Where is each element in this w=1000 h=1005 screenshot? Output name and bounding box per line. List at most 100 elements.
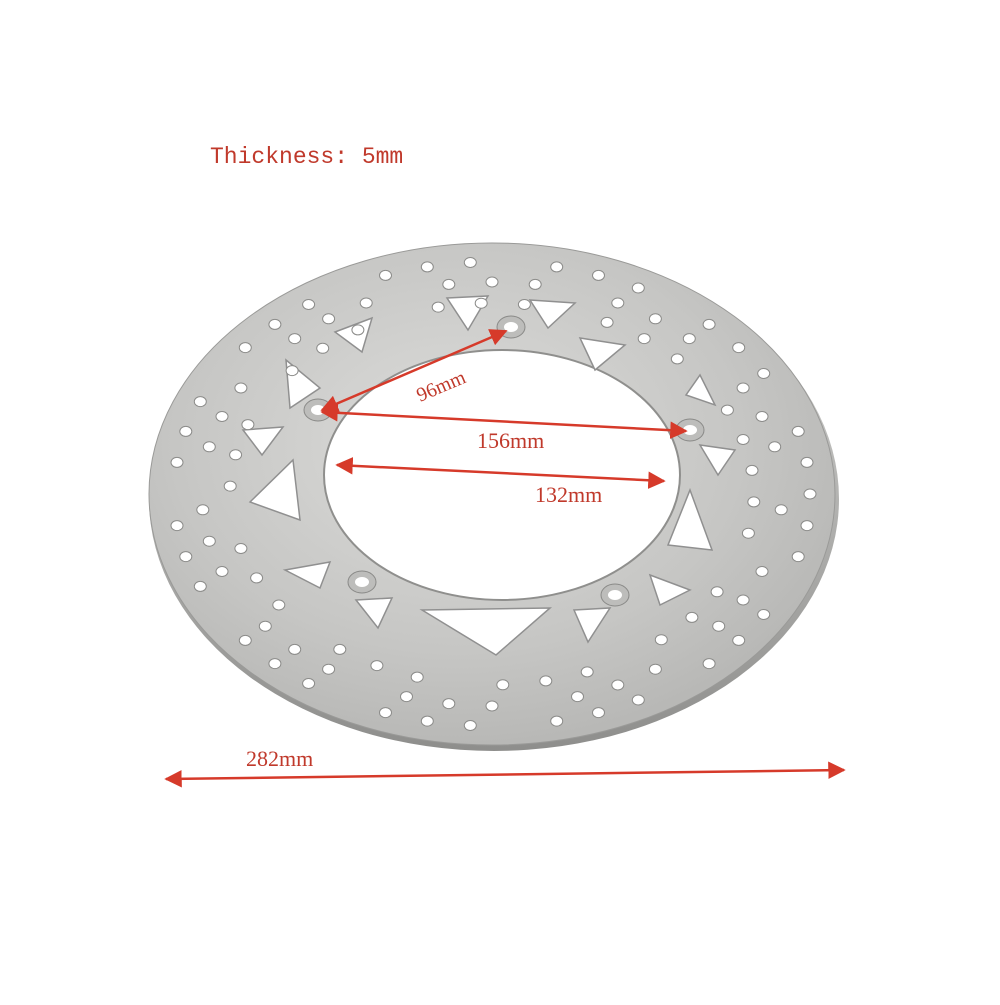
drilled-hole <box>685 611 699 623</box>
drilled-hole <box>631 694 645 706</box>
drilled-hole <box>463 720 477 731</box>
drilled-hole <box>611 679 625 691</box>
cutout <box>578 337 627 372</box>
bolt-hole <box>347 570 377 594</box>
drilled-hole <box>774 504 788 516</box>
bolt-hole <box>600 583 630 607</box>
drilled-hole <box>302 678 316 689</box>
drilled-hole <box>202 441 216 453</box>
drilled-hole <box>720 404 734 416</box>
drilled-hole <box>322 313 336 325</box>
drilled-hole <box>193 580 207 592</box>
drilled-hole <box>654 634 668 646</box>
drilled-hole <box>442 278 456 290</box>
center-bore-label: 132mm <box>535 482 602 507</box>
cutout <box>666 487 714 551</box>
drilled-hole <box>179 551 193 563</box>
drilled-hole <box>272 599 286 611</box>
cutout <box>528 299 577 330</box>
drilled-hole <box>528 278 542 290</box>
cutout <box>572 607 612 644</box>
drilled-hole <box>258 620 272 632</box>
bolt-hole <box>303 398 333 422</box>
drilled-hole <box>496 679 510 691</box>
drilled-hole <box>736 382 750 394</box>
cutout <box>419 607 553 656</box>
drilled-hole <box>732 634 746 646</box>
drilled-hole <box>215 411 229 422</box>
drilled-hole <box>288 643 302 655</box>
drilled-hole <box>234 543 248 554</box>
cutout <box>282 561 332 590</box>
cutout <box>648 573 692 607</box>
drilled-hole <box>580 666 594 678</box>
drilled-hole <box>351 324 365 336</box>
drilled-hole <box>712 620 726 632</box>
drilled-hole <box>333 643 347 655</box>
drilled-hole <box>268 318 282 330</box>
drilled-hole <box>431 301 445 313</box>
drilled-hole <box>238 634 252 646</box>
drilled-hole <box>736 434 750 445</box>
drilled-hole <box>241 419 255 431</box>
drilled-hole <box>550 261 564 273</box>
drilled-hole <box>234 382 248 394</box>
drilled-hole <box>179 425 193 437</box>
drilled-hole <box>370 660 384 672</box>
drilled-hole <box>517 299 531 310</box>
cutout <box>354 597 394 630</box>
drilled-holes <box>170 257 817 731</box>
drilled-hole <box>648 663 662 675</box>
cutout <box>684 373 717 407</box>
drilled-hole <box>592 269 605 281</box>
drilled-hole <box>747 496 761 508</box>
drilled-hole <box>302 299 316 310</box>
drilled-hole <box>442 698 456 710</box>
drilled-hole <box>170 456 184 468</box>
drilled-hole <box>463 257 477 268</box>
drilled-hole <box>736 594 750 606</box>
drilled-hole <box>757 368 771 379</box>
drilled-hole <box>400 691 413 703</box>
bolt-hole <box>496 315 526 339</box>
center-bore-arrow <box>335 457 666 489</box>
drilled-hole <box>250 572 264 584</box>
drilled-hole <box>611 297 625 309</box>
drilled-hole <box>800 456 814 468</box>
drilled-hole <box>637 333 651 345</box>
drilled-hole <box>550 715 564 727</box>
drilled-hole <box>791 551 805 563</box>
outer-diameter-arrow <box>164 761 846 788</box>
drilled-hole <box>322 663 336 675</box>
drilled-hole <box>379 707 392 719</box>
drilled-hole <box>288 333 302 345</box>
drilled-hole <box>285 365 299 377</box>
drilled-hole <box>229 449 243 461</box>
drilled-hole <box>202 535 216 547</box>
drilled-hole <box>702 318 716 330</box>
cutout <box>698 444 737 477</box>
cutout <box>248 458 301 522</box>
drilled-hole <box>631 282 645 294</box>
drilled-hole <box>170 520 184 532</box>
drilled-hole <box>379 269 392 281</box>
drilled-hole <box>474 297 488 309</box>
drilled-hole <box>710 586 724 598</box>
drilled-hole <box>648 313 662 325</box>
drilled-hole <box>803 488 817 500</box>
drilled-hole <box>223 480 237 492</box>
drilled-hole <box>268 658 282 670</box>
drilled-hole <box>592 707 605 719</box>
drilled-hole <box>485 276 499 288</box>
drilled-hole <box>741 527 755 539</box>
bolt-span-label: 156mm <box>477 428 544 453</box>
drilled-hole <box>359 297 373 309</box>
drilled-hole <box>485 700 499 712</box>
drilled-hole <box>420 261 434 273</box>
drilled-hole <box>571 691 584 703</box>
bolt-span-arrow <box>320 404 688 439</box>
drilled-hole <box>768 441 782 453</box>
drilled-hole <box>745 464 759 476</box>
